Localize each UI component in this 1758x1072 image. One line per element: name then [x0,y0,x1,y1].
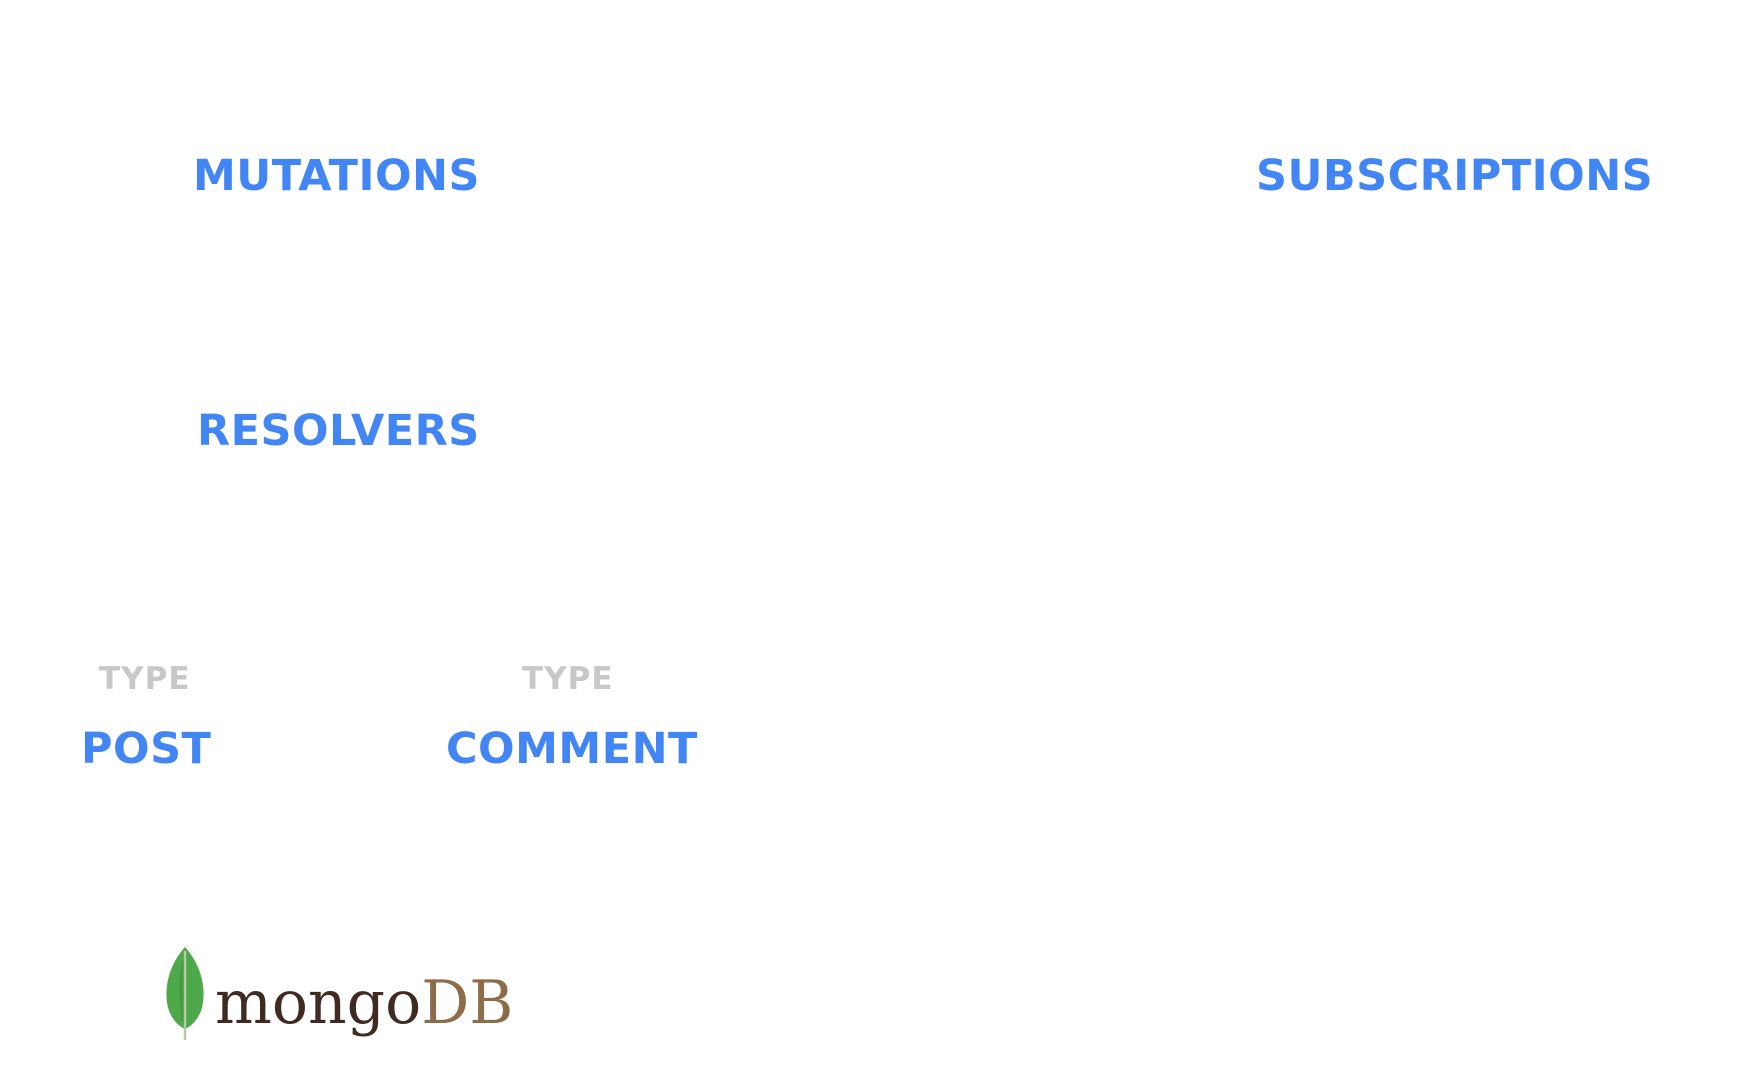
mongodb-logo: mongoDB [163,945,513,1041]
subscriptions-label: SUBSCRIPTIONS [1256,151,1654,201]
resolvers-label: RESOLVERS [197,406,480,456]
post-label: POST [81,724,212,774]
comment-label: COMMENT [446,724,698,774]
comment-type-caption: TYPE [522,661,614,697]
mongodb-wordmark: mongoDB [215,973,513,1033]
mongodb-leaf-icon [166,947,204,1040]
mutations-label: MUTATIONS [193,151,480,201]
post-type-caption: TYPE [99,661,191,697]
wordmark-mongo: mongo [215,968,422,1038]
wordmark-db: DB [421,968,514,1038]
